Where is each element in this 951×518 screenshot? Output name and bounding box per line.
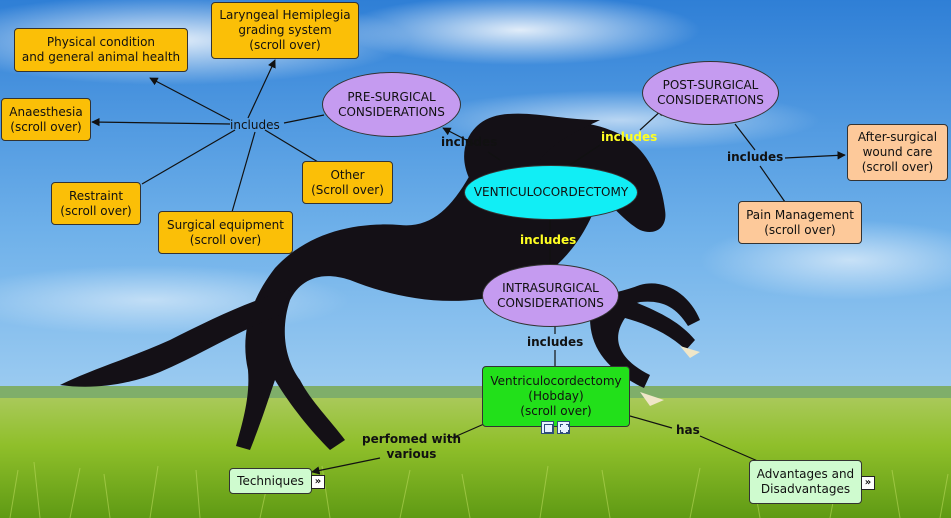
line-advantages xyxy=(699,435,761,463)
after-surgical-label: After-surgical wound care (scroll over) xyxy=(857,130,938,174)
after-surgical-wound-care-node[interactable]: After-surgical wound care (scroll over) xyxy=(847,124,948,181)
other-node[interactable]: Other (Scroll over) xyxy=(302,161,393,204)
restraint-node[interactable]: Restraint (scroll over) xyxy=(51,182,141,225)
film-icon[interactable] xyxy=(557,421,570,434)
line-hobday-perf xyxy=(451,423,485,439)
link-label-performed-with: perfomed with various xyxy=(362,432,461,461)
pre-surgical-label: PRE-SURGICAL CONSIDERATIONS xyxy=(338,89,445,119)
anaesthesia-label: Anaesthesia (scroll over) xyxy=(9,104,83,134)
physical-condition-label: Physical condition and general animal he… xyxy=(21,35,181,64)
link-label-includes-pre: includes xyxy=(441,135,498,149)
post-surgical-label: POST-SURGICAL CONSIDERATIONS xyxy=(657,78,764,107)
pain-management-label: Pain Management (scroll over) xyxy=(746,207,854,237)
arrow-techniques xyxy=(311,457,381,475)
advantages-label: Advantages and Disadvantages xyxy=(756,467,855,496)
link-label-includes-post-items: includes xyxy=(727,150,784,164)
arrow-aftercare xyxy=(784,151,846,160)
techniques-node[interactable]: Techniques xyxy=(229,468,312,494)
intrasurgical-node[interactable]: INTRASURGICAL CONSIDERATIONS xyxy=(482,264,619,327)
link-label-has: has xyxy=(676,423,700,437)
line-other xyxy=(264,129,319,163)
arrow-anaesthesia xyxy=(91,117,231,127)
link-label-includes-post: includes xyxy=(601,130,658,144)
pre-surgical-node[interactable]: PRE-SURGICAL CONSIDERATIONS xyxy=(322,72,461,137)
surgical-equipment-label: Surgical equipment (scroll over) xyxy=(167,217,284,247)
arrow-physical xyxy=(149,77,231,121)
physical-condition-node[interactable]: Physical condition and general animal he… xyxy=(14,28,188,72)
pain-management-node[interactable]: Pain Management (scroll over) xyxy=(738,201,862,244)
link-label-includes-hobday: includes xyxy=(527,335,584,349)
arrow-laryngeal xyxy=(247,59,276,119)
restraint-label: Restraint (scroll over) xyxy=(60,188,132,218)
line-pre-to-hub xyxy=(283,114,325,124)
expand-advantages-icon[interactable]: » xyxy=(861,476,875,490)
line-post-hub xyxy=(734,123,756,151)
image-icon[interactable] xyxy=(541,421,554,434)
arrow-pre xyxy=(442,127,475,145)
line-hobday-has xyxy=(629,415,673,429)
surgical-equipment-node[interactable]: Surgical equipment (scroll over) xyxy=(158,211,293,254)
line-center-pre xyxy=(487,151,501,161)
line-restraint xyxy=(141,129,236,185)
line-equipment xyxy=(231,131,256,213)
line-center-post xyxy=(569,144,601,166)
laryngeal-hemiplegia-node[interactable]: Laryngeal Hemiplegia grading system (scr… xyxy=(211,2,359,59)
ventriculocordectomy-label: VENTICULOCORDECTOMY xyxy=(473,185,629,199)
other-label: Other (Scroll over) xyxy=(311,167,384,197)
ventriculocordectomy-node[interactable]: VENTICULOCORDECTOMY xyxy=(464,165,638,220)
post-surgical-node[interactable]: POST-SURGICAL CONSIDERATIONS xyxy=(642,61,779,125)
anaesthesia-node[interactable]: Anaesthesia (scroll over) xyxy=(1,98,91,141)
hobday-label: Ventriculocordectomy (Hobday) (scroll ov… xyxy=(490,374,622,418)
advantages-disadvantages-node[interactable]: Advantages and Disadvantages xyxy=(749,460,862,504)
laryngeal-hemiplegia-label: Laryngeal Hemiplegia grading system (scr… xyxy=(219,8,351,52)
expand-techniques-icon[interactable]: » xyxy=(311,475,325,489)
techniques-label: Techniques xyxy=(237,473,304,488)
intrasurgical-label: INTRASURGICAL CONSIDERATIONS xyxy=(497,280,604,310)
link-label-includes-pre-items: includes xyxy=(230,118,280,132)
line-pain xyxy=(759,165,786,203)
link-label-includes-intra: includes xyxy=(520,233,577,247)
hobday-node[interactable]: Ventriculocordectomy (Hobday) (scroll ov… xyxy=(482,366,630,427)
